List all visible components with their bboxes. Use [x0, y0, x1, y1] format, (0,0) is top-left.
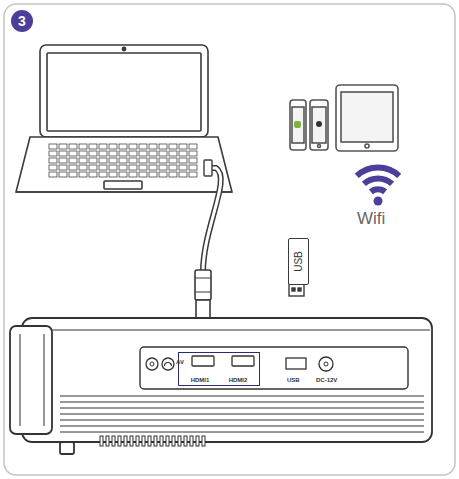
projector-part-part	[190, 436, 193, 446]
hdmi-cable-part	[204, 160, 212, 176]
mobile-devices-part	[365, 144, 369, 148]
mobile-devices-part	[318, 145, 321, 148]
projector-part-part	[130, 436, 133, 446]
wifi-symbol-part	[364, 178, 392, 183]
projector-part	[232, 356, 254, 366]
projector-part-part	[106, 436, 109, 446]
step-number-text: 3	[18, 13, 26, 29]
projector-part-part	[100, 436, 103, 446]
projector-part	[165, 363, 172, 366]
hdmi-port-group-text: HDMI1	[191, 377, 210, 383]
usb-stick-plug	[289, 284, 304, 296]
wifi-symbol-part	[371, 189, 385, 192]
laptop-part	[16, 137, 232, 192]
projector-part	[192, 356, 214, 366]
projector-part	[286, 358, 306, 369]
mobile-devices-part	[310, 100, 328, 150]
hdmi-port-group-text: HDMI2	[229, 377, 248, 383]
projector-part-part	[178, 436, 181, 446]
projector-part-part	[154, 436, 157, 446]
projector-part	[140, 347, 408, 389]
usb-stick-plug-part	[292, 288, 295, 291]
laptop-part	[16, 191, 232, 193]
port-label: DC-12V	[316, 377, 337, 383]
laptop	[16, 45, 232, 192]
projector-part-part	[148, 436, 151, 446]
projector-part	[162, 358, 174, 370]
mobile-devices-part	[341, 92, 393, 142]
projector-part-part	[60, 419, 424, 420]
hdmi-cable-part	[195, 270, 211, 300]
frame	[4, 4, 455, 475]
usb-stick: USB	[288, 238, 309, 285]
hdmi-cable-part	[203, 168, 221, 272]
laptop-part	[40, 45, 208, 137]
hdmi-port-group: HDMI1 HDMI2	[178, 352, 260, 386]
hdmi-cable-part	[195, 278, 211, 279]
projector-part-part	[202, 436, 205, 446]
usb-stick-plug-part	[289, 284, 304, 296]
projector-part-part	[184, 436, 187, 446]
mobile-devices-part	[316, 121, 322, 127]
wifi-symbol-part	[357, 168, 399, 176]
laptop-part	[104, 181, 142, 189]
wifi-label: Wifi	[357, 209, 385, 229]
projector-part	[146, 358, 158, 370]
usb-stick-plug-part	[298, 288, 301, 291]
projector-part	[10, 326, 52, 434]
hdmi-cable	[195, 160, 221, 342]
projector-part-part	[196, 436, 199, 446]
projector-part-part	[60, 401, 424, 402]
port-label: USB	[287, 377, 300, 383]
mobile-devices-part	[336, 85, 398, 151]
projector-part-part	[60, 407, 424, 408]
laptop-part	[122, 47, 125, 50]
projector-part	[52, 330, 430, 331]
laptop-part	[48, 143, 198, 178]
projector-part	[100, 436, 205, 446]
usb-stick-text: USB	[293, 251, 304, 272]
projector-part-part	[118, 436, 121, 446]
projector-part-part	[60, 425, 424, 426]
projector-part-part	[136, 436, 139, 446]
mobile-devices-part	[294, 121, 301, 128]
projector-part	[150, 362, 154, 366]
port-label: AV	[176, 359, 184, 365]
projector-part-part	[124, 436, 127, 446]
projector-part-part	[60, 431, 424, 432]
projector	[10, 318, 432, 454]
step-number: 3	[11, 10, 33, 32]
hdmi-cable-part	[195, 292, 211, 293]
mobile-devices-part	[292, 107, 304, 143]
projector-part	[44, 334, 45, 426]
mobile-devices	[290, 85, 398, 151]
projector-part	[60, 442, 74, 454]
mobile-devices-part	[312, 107, 326, 143]
projector-part-part	[60, 395, 424, 396]
mobile-devices-part	[290, 100, 306, 150]
projector-part	[324, 362, 328, 366]
projector-part	[20, 334, 21, 426]
projector-part	[319, 357, 333, 371]
projector-part-part	[112, 436, 115, 446]
projector-part-part	[160, 436, 163, 446]
projector-part-part	[172, 436, 175, 446]
wifi-symbol-part	[374, 197, 383, 206]
wifi-symbol	[357, 168, 399, 206]
laptop-part	[47, 53, 201, 131]
projector-part	[60, 396, 424, 432]
projector-part-part	[142, 436, 145, 446]
projector-part-part	[60, 413, 424, 414]
hdmi-cable-part	[203, 168, 221, 272]
projector-part	[22, 318, 432, 442]
projector-part-part	[166, 436, 169, 446]
